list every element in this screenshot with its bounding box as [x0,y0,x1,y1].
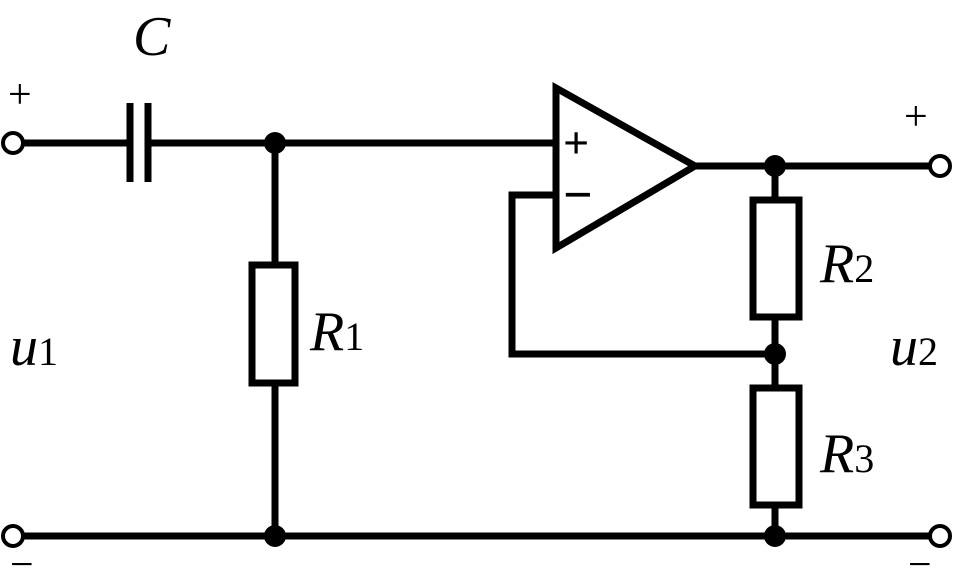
junction-node [764,343,786,365]
junction-nodes [264,132,786,547]
output-minus-sign: − [908,542,932,579]
input-voltage-label: u1 [10,316,58,378]
resistor-r2-label: R2 [819,233,874,295]
output-plus-sign: + [904,94,928,140]
opamp-noninverting-sign: + [563,117,589,168]
output-voltage-label: u2 [890,316,938,378]
junction-node [764,525,786,547]
input-minus-sign: − [10,542,34,579]
input-plus-sign: + [8,72,32,118]
resistor-r3 [749,384,803,509]
junction-node [764,155,786,177]
terminals [1,131,952,548]
output-terminal-bottom [928,524,952,548]
resistor-r1 [248,261,299,387]
resistor-r3-label: R3 [819,423,874,485]
opamp: + − [552,82,703,255]
capacitor [126,103,152,182]
opamp-inverting-sign: − [563,167,593,224]
junction-node [264,525,286,547]
output-terminal-top [928,154,952,178]
junction-node [264,132,286,154]
input-terminal-top [1,131,25,155]
capacitor-label: C [133,6,171,68]
resistor-r1-label: R1 [309,301,364,363]
resistor-r2 [749,196,803,321]
input-terminal-bottom [1,524,25,548]
